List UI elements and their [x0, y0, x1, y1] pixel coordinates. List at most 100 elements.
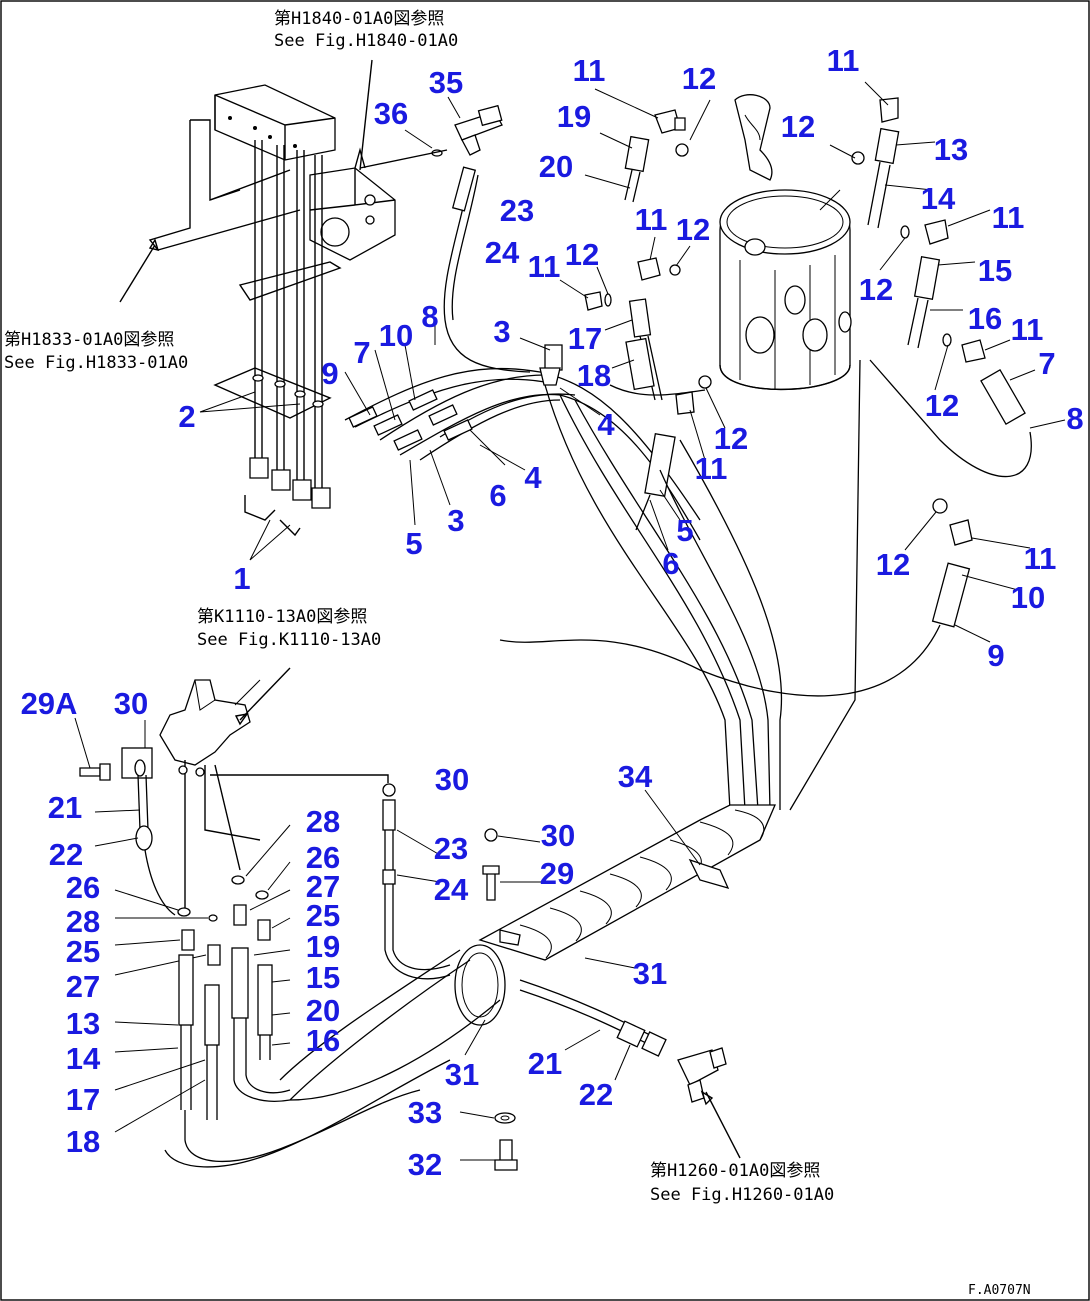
callout-29: 29: [540, 856, 574, 891]
callout-10: 10: [1011, 580, 1045, 615]
callout-18: 18: [577, 358, 611, 393]
callout-27: 27: [66, 969, 100, 1004]
callout-11: 11: [695, 451, 728, 486]
callout-33: 33: [408, 1095, 442, 1130]
callout-20: 20: [539, 149, 573, 184]
callout-16: 16: [968, 301, 1002, 336]
callout-28: 28: [306, 804, 340, 839]
callout-12: 12: [682, 61, 716, 96]
valve-hoses: [344, 166, 701, 541]
callout-24: 24: [485, 235, 520, 270]
callout-2: 2: [178, 399, 195, 434]
callout-11: 11: [528, 249, 561, 284]
callout-6: 6: [489, 478, 506, 513]
main-hose-bundle: [210, 359, 861, 1101]
ref-arrowhead-h1833: [148, 238, 160, 251]
callout-29A: 29A: [21, 686, 78, 721]
callout-30: 30: [435, 762, 469, 797]
callout-14: 14: [921, 181, 956, 216]
ref-h1833-en: See Fig.H1833-01A0: [4, 353, 188, 373]
callout-11: 11: [573, 53, 606, 88]
ref-k1110-en: See Fig.K1110-13A0: [197, 630, 381, 650]
ref-h1840-en: See Fig.H1840-01A0: [274, 31, 458, 51]
callout-25: 25: [306, 898, 340, 933]
callout-21: 21: [48, 790, 82, 825]
callout-12: 12: [925, 388, 959, 423]
callout-19: 19: [306, 929, 340, 964]
callout-31: 31: [633, 956, 667, 991]
callout-23: 23: [434, 831, 468, 866]
callout-22: 22: [49, 837, 83, 872]
ref-arrow-h1833: [119, 244, 156, 303]
callout-12: 12: [859, 272, 893, 307]
ref-h1260-en: See Fig.H1260-01A0: [650, 1185, 834, 1205]
callout-7: 7: [353, 335, 370, 370]
callout-23: 23: [500, 193, 534, 228]
tee-fitting: [677, 1047, 741, 1159]
swivel-fittings: [499, 81, 1066, 697]
sensor-items-35-36: [354, 59, 503, 171]
ref-k1110-jp: 第K1110-13A0図参照: [197, 607, 367, 627]
callout-18: 18: [66, 1124, 100, 1159]
callout-25: 25: [66, 934, 100, 969]
callout-34: 34: [618, 759, 653, 794]
ref-h1840-jp: 第H1840-01A0図参照: [274, 9, 444, 29]
callout-32: 32: [408, 1147, 442, 1182]
callout-22: 22: [579, 1077, 613, 1112]
bolt-washer-32-33: [459, 1111, 518, 1171]
callout-9: 9: [321, 356, 338, 391]
callout-17: 17: [568, 321, 602, 356]
ref-h1833-jp: 第H1833-01A0図参照: [4, 330, 174, 350]
arm-bracket-assembly: [74, 679, 451, 1168]
callout-24: 24: [434, 872, 469, 907]
callout-35: 35: [429, 65, 463, 100]
callout-3: 3: [493, 314, 510, 349]
callout-8: 8: [421, 299, 438, 334]
callout-30: 30: [114, 686, 148, 721]
callout-4: 4: [597, 407, 615, 442]
callout-14: 14: [66, 1041, 101, 1076]
callout-11: 11: [992, 200, 1025, 235]
callout-11: 11: [1024, 541, 1057, 576]
callout-4: 4: [524, 460, 542, 495]
callout-6: 6: [662, 546, 679, 581]
callout-12: 12: [714, 421, 748, 456]
callout-7: 7: [1038, 346, 1055, 381]
callout-21: 21: [528, 1046, 562, 1081]
callout-31: 31: [445, 1057, 479, 1092]
callout-11: 11: [635, 202, 668, 237]
callout-26: 26: [306, 840, 340, 875]
callout-3: 3: [447, 503, 464, 538]
callout-9: 9: [987, 638, 1004, 673]
callout-16: 16: [306, 1023, 340, 1058]
callout-13: 13: [66, 1006, 100, 1041]
callout-15: 15: [306, 960, 340, 995]
ref-h1260-jp: 第H1260-01A0図参照: [650, 1161, 820, 1181]
callout-8: 8: [1066, 401, 1083, 436]
callout-30: 30: [541, 818, 575, 853]
figure-id: F.A0707N: [968, 1283, 1031, 1298]
callout-20: 20: [306, 993, 340, 1028]
callout-27: 27: [306, 869, 340, 904]
callout-1: 1: [233, 561, 250, 596]
callout-28: 28: [66, 904, 100, 939]
callout-12: 12: [676, 212, 710, 247]
callout-12: 12: [565, 237, 599, 272]
callout-26: 26: [66, 870, 100, 905]
callout-15: 15: [978, 253, 1012, 288]
callout-11: 11: [1011, 312, 1044, 347]
valve-bracket-assembly: [148, 84, 396, 561]
callout-13: 13: [934, 132, 968, 167]
callout-5: 5: [676, 513, 693, 548]
swivel-joint: [609, 94, 852, 396]
callout-19: 19: [557, 99, 591, 134]
callout-12: 12: [876, 547, 910, 582]
callout-10: 10: [379, 318, 413, 353]
ref-arrow-k1110: [239, 667, 291, 721]
ref-arrowhead-k1110: [234, 713, 249, 726]
callout-11: 11: [827, 43, 860, 78]
callout-5: 5: [405, 526, 422, 561]
